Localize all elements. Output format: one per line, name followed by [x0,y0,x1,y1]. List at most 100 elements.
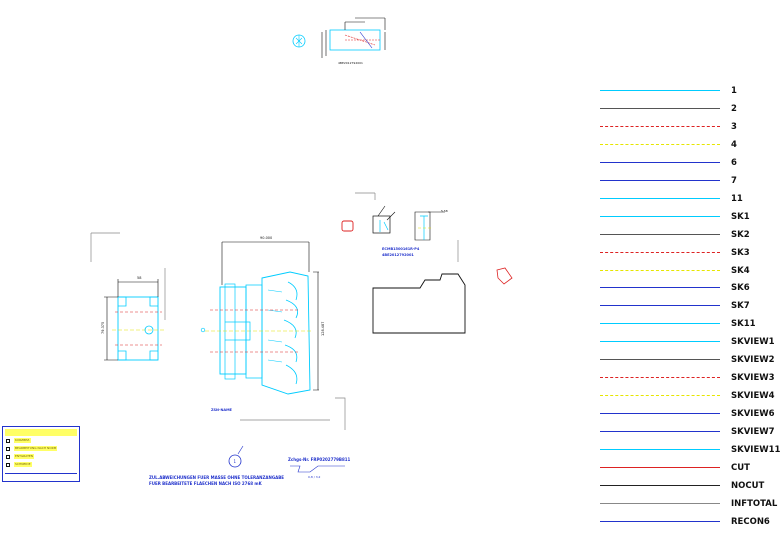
legend-label: 6 [731,157,737,168]
legend-row-skview7[interactable]: SKVIEW7 [600,427,775,445]
legend-row-skview4[interactable]: SKVIEW4 [600,391,775,409]
zsn-name-label: ZSN-NAME [211,408,233,412]
legend-row-inftotal[interactable]: INFTOTAL [600,499,777,517]
legend-row-skview3[interactable]: SKVIEW3 [600,373,775,391]
checkbox[interactable] [6,447,10,451]
legend-line-sample [600,466,720,468]
legend-label: SK4 [731,265,750,276]
legend-line-sample [600,520,720,522]
title-block-row-label: KURZBEZ. [14,438,32,443]
main-cutter-view [205,241,346,430]
detail-ref1: ECMB1500161R-P4 [382,247,420,251]
legend-row-4[interactable]: 4 [600,140,767,158]
legend-label: 7 [731,175,737,186]
legend-line-sample [600,215,720,217]
legend-line-sample [600,125,720,127]
legend-label: 3 [731,121,737,132]
legend-row-sk1[interactable]: SK1 [600,212,767,230]
legend-line-sample [600,179,720,181]
legend-line-sample [600,287,720,289]
legend-label: 11 [731,193,743,204]
side-view [90,232,166,361]
legend-row-sk3[interactable]: SK3 [600,248,767,266]
side-width-dim: 58 [137,276,141,280]
side-height-dim: 79.375 [101,322,105,334]
legend-line-sample [600,269,720,271]
legend-label: SKVIEW3 [731,373,775,384]
legend-row-1[interactable]: 1 [600,86,767,104]
title-block-header [5,429,77,436]
legend-line-sample [600,449,720,450]
title-block-row-label: ENTGRATEN [14,454,35,459]
detail-views [341,192,513,334]
checkbox[interactable] [6,439,10,443]
legend-row-sk11[interactable]: SK11 [600,319,767,337]
center-mark [200,327,206,333]
legend-label: RECON6 [731,516,770,527]
title-block-row: ENTGRATEN [6,454,76,461]
title-block-row-label: SCHNEIDE [14,462,32,467]
title-block-row: KURZBEZ. [6,438,76,445]
legend-row-skview2[interactable]: SKVIEW2 [600,355,775,373]
legend-row-cut[interactable]: CUT [600,463,767,481]
legend-line-sample [600,395,720,397]
legend-row-sk4[interactable]: SK4 [600,266,767,284]
legend-row-7[interactable]: 7 [600,176,767,194]
legend-label: SK11 [731,319,756,330]
legend-label: 4 [731,139,737,150]
legend-label: NOCUT [731,480,765,491]
legend-label: SKVIEW1 [731,337,775,348]
legend-row-skview1[interactable]: SKVIEW1 [600,337,775,355]
detail-ref2: 4BE2012792001 [382,253,414,257]
legend-label: 1 [731,86,737,96]
title-block: KURZBEZ. BEARBEITUNG NACH NORM ENTGRATEN… [2,426,80,482]
cad-drawing-canvas[interactable]: 4BE2012792001 58 79.375 90.000 128.487 Z… [0,0,767,523]
legend-row-skview6[interactable]: SKVIEW6 [600,409,775,427]
legend-line-sample [600,107,720,109]
legend-label: SK6 [731,283,750,294]
legend-label: SKVIEW2 [731,355,775,366]
legend-line-sample [600,233,720,235]
legend-row-recon6[interactable]: RECON6 [600,516,770,535]
legend-line-sample [600,305,720,307]
legend-line-sample [600,431,720,433]
legend-label: SK3 [731,247,750,258]
legend-label: SK7 [731,301,750,312]
title-block-row: SCHNEIDE [6,462,76,469]
legend-row-3[interactable]: 3 [600,122,767,140]
legend-row-sk6[interactable]: SK6 [600,283,767,301]
checkbox[interactable] [6,455,10,459]
drawing-number: Zchgs-Nr. FRP0202779B811 [288,457,351,462]
surface-symbols [290,465,345,473]
legend-row-2[interactable]: 2 [600,104,767,122]
top-detail-view [292,17,386,58]
legend-label: SKVIEW7 [731,427,775,438]
legend-line-sample [600,413,720,415]
legend-line-sample [600,251,720,253]
legend-label: SKVIEW4 [731,391,775,402]
legend-label: CUT [731,462,750,473]
main-height-dim: 128.487 [321,322,325,336]
legend-row-11[interactable]: 11 [600,194,767,212]
title-block-row: BEARBEITUNG NACH NORM [6,446,76,453]
title-block-row-label: BEARBEITUNG NACH NORM [14,446,58,451]
title-block-divider [5,473,77,474]
detail-dim: 5.58 [441,209,448,213]
checkbox[interactable] [6,463,10,467]
legend-line-sample [600,341,720,343]
legend-line-sample [600,377,720,379]
legend-label: SK1 [731,211,750,222]
legend-row-sk2[interactable]: SK2 [600,230,767,248]
legend-row-6[interactable]: 6 [600,158,767,176]
legend-line-sample [600,90,720,91]
legend-row-nocut[interactable]: NOCUT [600,481,767,499]
top-part-number: 4BE2012792001 [338,61,363,65]
legend-label: SKVIEW11 [731,445,780,455]
legend-row-sk7[interactable]: SK7 [600,301,767,319]
legend-row-skview11[interactable]: SKVIEW11 [600,445,780,463]
legend-line-sample [600,323,720,325]
fraction-text: 0,8 / 3,2 [308,475,321,479]
tolerance-note-line2: FUER BEARBEITETE FLAECHEN NACH ISO 2768 … [149,481,263,486]
balloon-number: 1 [234,459,237,464]
legend-label: SKVIEW6 [731,409,775,420]
